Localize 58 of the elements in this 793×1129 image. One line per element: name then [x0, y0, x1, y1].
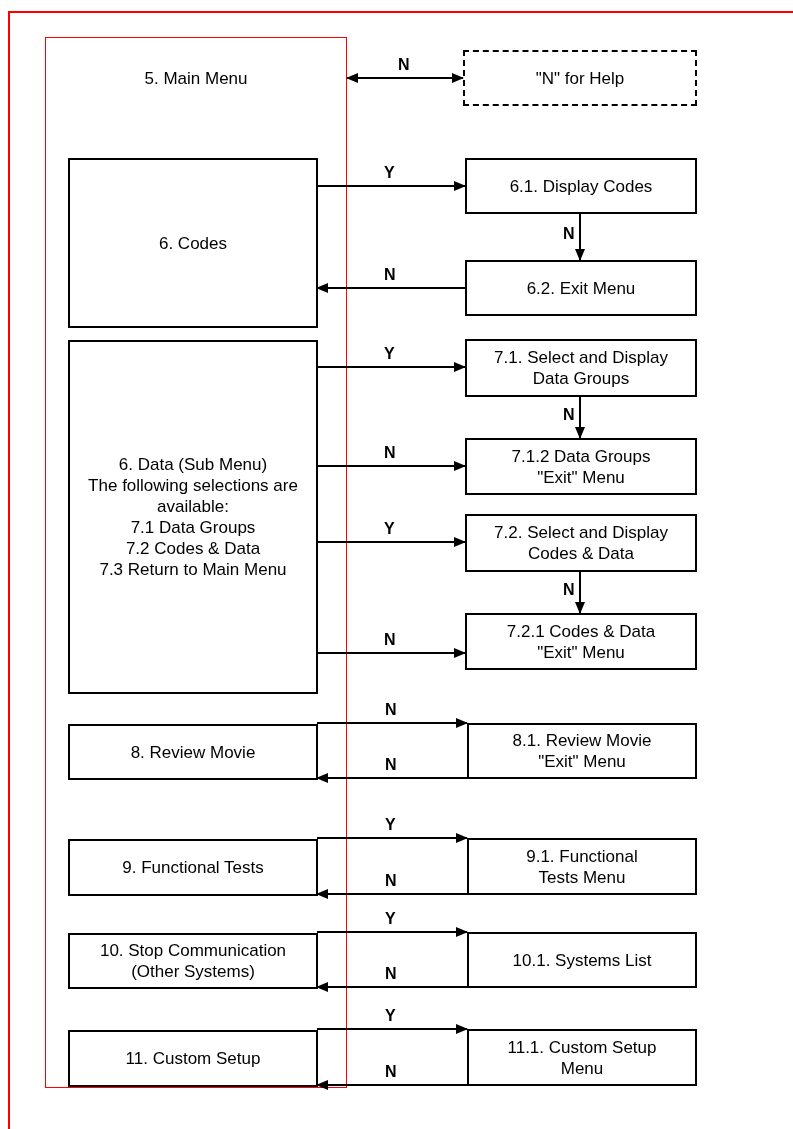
- arrow: [575, 571, 585, 614]
- menu-box: [465, 260, 697, 316]
- menu-box: [68, 933, 318, 989]
- box-text: 8.1. Review Movie "Exit" Menu: [511, 730, 653, 772]
- box-text: "N" for Help: [535, 67, 625, 89]
- menu-box: [467, 723, 697, 779]
- box-text: 10. Stop Communication (Other Systems): [98, 940, 288, 982]
- arrow: [316, 927, 468, 937]
- arrow: [316, 648, 466, 658]
- menu-box: [465, 438, 697, 495]
- box-text: 11.1. Custom Setup Menu: [506, 1036, 658, 1079]
- arrow: [316, 461, 466, 471]
- box-text: 7.2.1 Codes & Data "Exit" Menu: [505, 620, 657, 663]
- box-text: 5. Main Menu: [144, 68, 248, 89]
- arrow: [316, 1080, 468, 1090]
- box-text: 7.2 Codes & Data: [125, 538, 261, 559]
- box-text: 7.1.2 Data Groups "Exit" Menu: [510, 445, 652, 488]
- box-text: 9. Functional Tests: [122, 857, 264, 878]
- box-text: 9.1. Functional Tests Menu: [525, 845, 639, 888]
- arrow: [316, 537, 466, 547]
- menu-box: [68, 839, 318, 896]
- arrow: [575, 213, 585, 261]
- arrow: [316, 283, 466, 293]
- box-text: 8. Review Movie: [130, 741, 256, 763]
- arrow: [316, 362, 466, 372]
- box-text: 10.1. Systems List: [512, 949, 652, 971]
- menu-box: [68, 724, 318, 780]
- menu-box: [467, 838, 697, 895]
- menu-group-frame: [45, 37, 347, 1088]
- menu-box: [465, 339, 697, 397]
- arrow: [316, 982, 468, 992]
- box-text: 6. Data (Sub Menu): [118, 454, 268, 475]
- menu-box: [68, 1030, 318, 1087]
- box-text: 7.1. Select and Display Data Groups: [493, 347, 669, 389]
- box-text: 7.3 Return to Main Menu: [99, 559, 287, 580]
- box-text: 6. Codes: [158, 232, 227, 254]
- arrow: [316, 1024, 468, 1034]
- arrow: [316, 181, 466, 191]
- menu-box: [465, 613, 697, 670]
- help-box: [463, 50, 697, 106]
- menu-box: [68, 158, 318, 328]
- arrow: [316, 889, 468, 899]
- arrow: [346, 73, 464, 83]
- box-text: 6.1. Display Codes: [509, 175, 653, 197]
- arrow: [316, 718, 468, 728]
- menu-box: [467, 932, 697, 988]
- arrow: [316, 773, 468, 783]
- box-text: The following selections are available:: [87, 475, 299, 517]
- menu-box: [465, 514, 697, 572]
- menu-box: [467, 1029, 697, 1086]
- box-text: 6.2. Exit Menu: [526, 277, 636, 299]
- menu-box: [68, 340, 318, 694]
- box-text: 7.2. Select and Display Codes & Data: [493, 522, 669, 564]
- box-text: 7.1 Data Groups: [130, 517, 256, 538]
- arrow: [575, 396, 585, 439]
- box-text: 11. Custom Setup: [125, 1048, 261, 1069]
- arrow: [316, 833, 468, 843]
- menu-box: [465, 158, 697, 214]
